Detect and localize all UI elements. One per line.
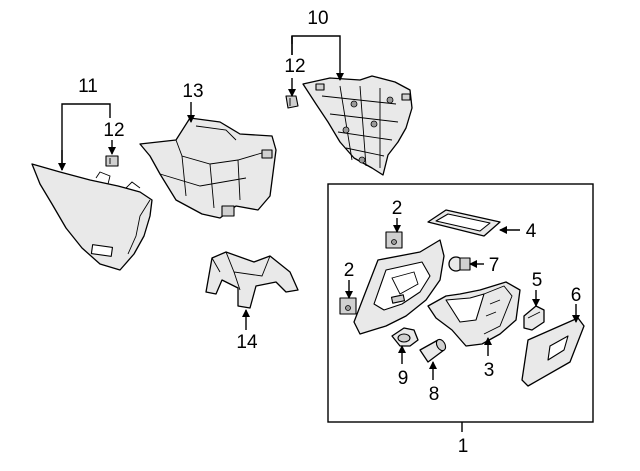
callout-5: 5 [532,270,543,291]
callout-6: 6 [571,285,582,306]
callout-7: 7 [489,255,500,276]
part-2-clip-upper [385,231,403,249]
part-6-door [521,317,585,387]
part-10-panel [302,75,413,176]
callout-11: 11 [78,76,98,97]
assembly-box [327,183,594,423]
part-2-clip-lower [339,297,357,315]
part-14-bracket [205,251,299,309]
part-12-clip-upper [285,95,299,109]
callout-13: 13 [182,81,203,102]
callout-3: 3 [484,360,495,381]
callout-14: 14 [236,332,258,353]
callout-8: 8 [429,384,440,405]
part-1-frame [353,239,445,335]
callout-10: 10 [307,8,328,29]
callout-12-upper: 12 [284,56,305,77]
part-11-panel [31,163,153,271]
part-12-clip-left [105,155,119,167]
part-5-latch [523,305,545,331]
callout-4: 4 [526,221,537,242]
leader-11 [61,103,111,170]
part-13-bracket [139,117,277,219]
part-9-fitting [391,327,419,347]
part-7-bulb [448,256,471,272]
callout-12-left: 12 [103,120,124,141]
part-8-cylinder [419,338,447,363]
callout-1: 1 [458,436,469,457]
part-3-bin [427,281,521,347]
callout-2-lower: 2 [344,260,355,281]
callout-2-upper: 2 [392,198,403,219]
callout-9: 9 [398,368,409,389]
part-4-cover [427,209,501,237]
